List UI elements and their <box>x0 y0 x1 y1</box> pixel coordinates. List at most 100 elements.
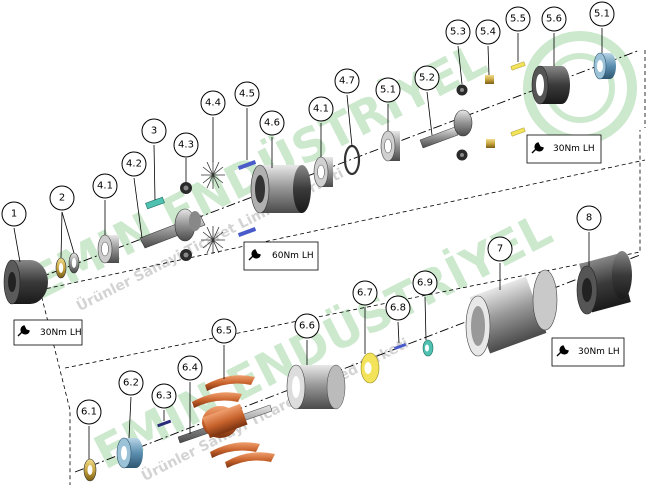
callout-6-3: 6.3 <box>151 383 177 409</box>
part-6-4-rotor-shaft <box>177 403 273 444</box>
part-1-end-cap <box>3 259 48 305</box>
callout-1: 1 <box>1 201 27 227</box>
part-5-5-pins <box>510 61 526 137</box>
wrench-icon <box>531 142 544 154</box>
part-6-6-sleeve <box>286 364 346 410</box>
callout-5-3: 5.3 <box>445 19 471 45</box>
svg-text:6.8: 6.8 <box>390 303 406 314</box>
svg-text:5.6: 5.6 <box>546 14 562 25</box>
svg-text:4.3: 4.3 <box>178 140 194 151</box>
svg-text:6.6: 6.6 <box>299 321 315 332</box>
callout-5-6: 5.6 <box>541 6 567 32</box>
part-6-1-washer <box>83 458 97 482</box>
svg-text:6.1: 6.1 <box>81 407 97 418</box>
callout-5-1-end: 5.1 <box>589 1 615 27</box>
svg-text:4.2: 4.2 <box>126 159 142 170</box>
part-6-2-bearing <box>116 437 143 469</box>
wrench-icon <box>248 249 261 261</box>
svg-text:5.2: 5.2 <box>419 73 435 84</box>
callout-4-7: 4.7 <box>334 68 360 94</box>
svg-text:6.2: 6.2 <box>123 378 139 389</box>
torque-label-part-4-6: 60Nm LH <box>243 241 319 271</box>
part-4-3-planet-gears <box>180 182 192 261</box>
part-4-1-bearing-right <box>313 156 333 188</box>
callout-6-2: 6.2 <box>118 370 144 396</box>
callout-5-1-mid: 5.1 <box>375 77 401 103</box>
part-4-6-housing <box>250 164 311 214</box>
svg-text:6.4: 6.4 <box>182 363 198 374</box>
svg-text:2: 2 <box>59 193 65 204</box>
part-4-1-bearing-left <box>97 234 119 264</box>
svg-text:5.3: 5.3 <box>450 27 466 38</box>
svg-text:6.3: 6.3 <box>156 391 172 402</box>
wrench-icon <box>556 345 569 357</box>
svg-text:6.7: 6.7 <box>357 288 373 299</box>
svg-text:4.1: 4.1 <box>313 104 329 115</box>
torque-label-part-5-6: 30Nm LH <box>526 134 602 164</box>
frame-lines <box>39 50 646 485</box>
svg-text:30Nm LH: 30Nm LH <box>40 328 82 338</box>
lower-axis-line <box>74 254 641 473</box>
part-7-tube <box>465 269 558 357</box>
callout-4-6: 4.6 <box>259 110 285 136</box>
callout-5-5: 5.5 <box>505 6 531 32</box>
callout-6-4: 6.4 <box>177 355 203 381</box>
svg-text:6.5: 6.5 <box>216 326 232 337</box>
callout-6-5: 6.5 <box>211 318 237 344</box>
svg-text:5.1: 5.1 <box>380 85 396 96</box>
wrench-icon <box>17 325 30 337</box>
svg-text:4.6: 4.6 <box>264 118 280 129</box>
callout-6-8: 6.8 <box>385 295 411 321</box>
callout-2: 2 <box>49 185 75 211</box>
torque-label-part-8: 30Nm LH <box>551 337 625 367</box>
svg-text:7: 7 <box>497 244 503 255</box>
callout-4-3: 4.3 <box>173 132 199 158</box>
svg-text:6.9: 6.9 <box>417 278 433 289</box>
part-6-9-teal-ring <box>422 339 434 357</box>
part-4-5-pins <box>237 160 257 237</box>
callout-6-9: 6.9 <box>412 270 438 296</box>
svg-text:1: 1 <box>11 209 17 220</box>
torque-label-part-1: 30Nm LH <box>13 319 83 346</box>
callout-4-2: 4.2 <box>121 151 147 177</box>
callout-6-6: 6.6 <box>294 313 320 339</box>
part-2-rings <box>55 252 80 279</box>
part-5-2-carrier-shaft <box>419 109 473 149</box>
part-6-5-magnets <box>192 375 275 468</box>
part-6-7-yellow-disc <box>360 352 380 384</box>
svg-text:30Nm LH: 30Nm LH <box>578 347 620 357</box>
callout-6-7: 6.7 <box>352 280 378 306</box>
svg-text:4.5: 4.5 <box>239 89 255 100</box>
part-3-key <box>145 196 165 210</box>
svg-text:5.4: 5.4 <box>480 27 496 38</box>
callout-6-1: 6.1 <box>76 399 102 425</box>
svg-text:3: 3 <box>151 126 157 137</box>
svg-text:4.4: 4.4 <box>205 98 221 109</box>
part-5-4-bushings <box>485 75 495 148</box>
svg-text:4.1: 4.1 <box>97 181 113 192</box>
part-5-6-ring-gear <box>531 65 570 105</box>
callout-8: 8 <box>576 205 602 231</box>
part-8-end-cap <box>576 251 632 315</box>
svg-text:8: 8 <box>586 213 592 224</box>
callout-4-4: 4.4 <box>200 90 226 116</box>
callout-4-1-right: 4.1 <box>308 96 334 122</box>
part-5-1-bearing-end <box>593 52 616 80</box>
part-5-1-bearing-mid <box>380 130 400 162</box>
callout-5-2: 5.2 <box>414 65 440 91</box>
part-4-2-shaft <box>139 208 206 249</box>
callout-4-1-left: 4.1 <box>92 173 118 199</box>
callout-3: 3 <box>141 118 167 144</box>
callout-5-4: 5.4 <box>475 19 501 45</box>
part-5-3-planet-gears <box>456 84 468 161</box>
svg-text:60Nm LH: 60Nm LH <box>272 251 314 261</box>
part-6-3-key <box>157 419 172 428</box>
part-6-8-pin <box>394 343 407 350</box>
callout-4-5: 4.5 <box>234 81 260 107</box>
svg-text:4.7: 4.7 <box>339 76 355 87</box>
svg-text:5.5: 5.5 <box>510 14 526 25</box>
part-4-4-needle-rollers <box>201 161 225 254</box>
leader-lines <box>13 28 603 459</box>
svg-text:5.1: 5.1 <box>594 9 610 20</box>
